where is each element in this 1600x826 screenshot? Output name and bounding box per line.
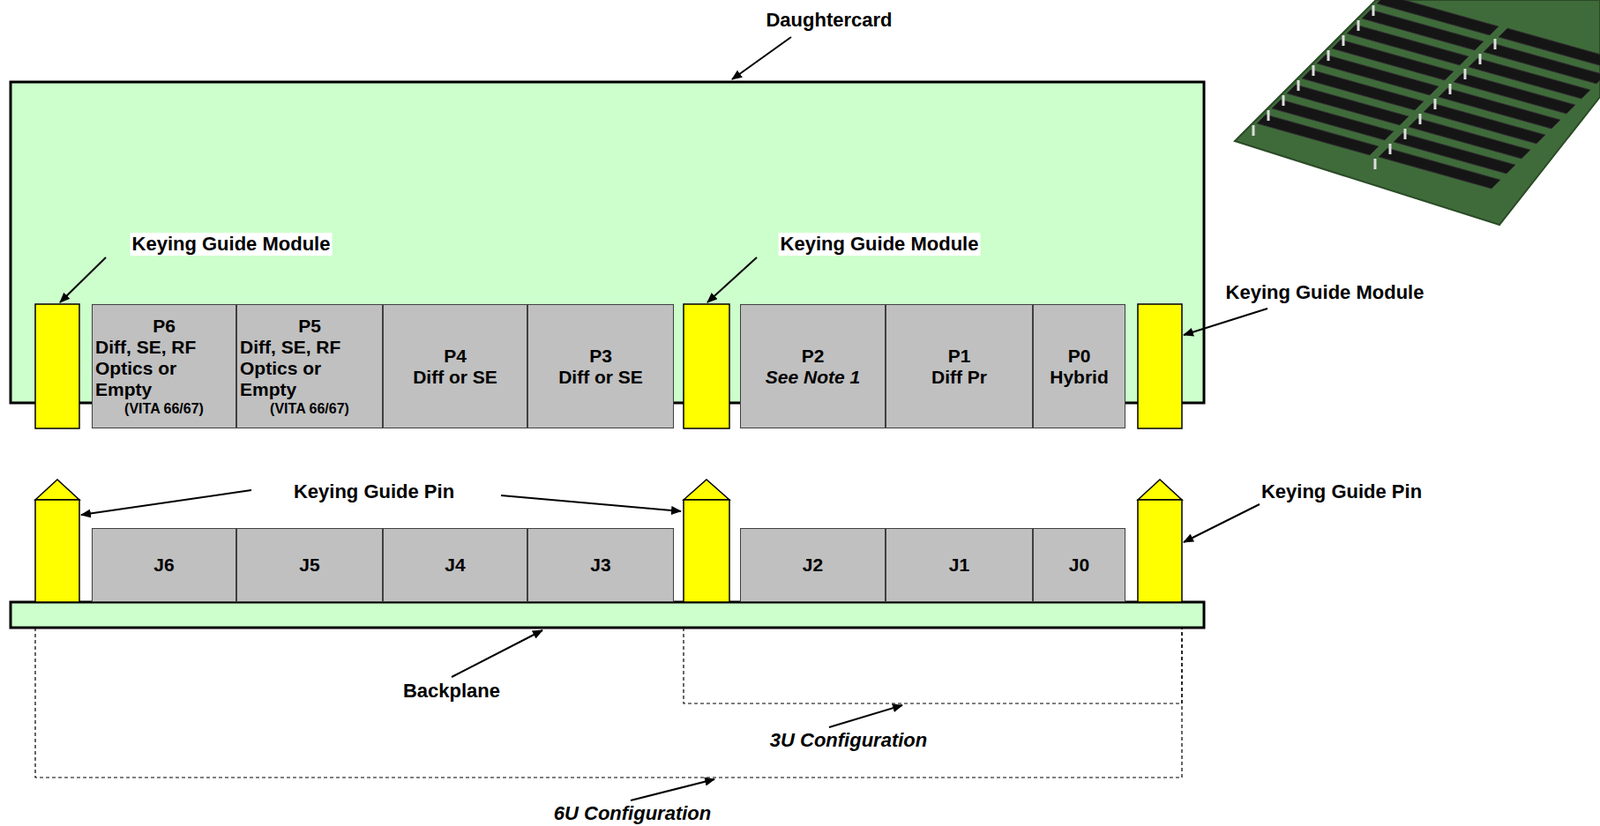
callout-label: Keying Guide Module [130,232,333,256]
connector-name: J3 [530,554,671,576]
config-bracket [35,628,1182,778]
plug-connector: P4Diff or SE [382,304,528,429]
callout-label: Keying Guide Pin [1259,480,1424,504]
keying-guide-module [683,304,730,429]
connector-name: J5 [239,554,380,576]
guide-pin-stub [1404,128,1407,140]
guide-pin-stub [1357,20,1361,31]
connector-name: P3 [530,345,671,367]
jack-connector: J2 [740,528,886,603]
connector-type: Diff or SE [386,366,524,389]
connector-wafer [1376,0,1499,36]
plug-connector: P0Hybrid [1032,304,1126,429]
guide-pin-stub [1449,83,1452,95]
callout-label: Keying Guide Module [778,232,981,256]
callout-label: Backplane [401,680,502,703]
plug-connector: P2See Note 1 [740,304,886,429]
plug-connector: P1Diff Pr [885,304,1033,429]
backplane-board [10,602,1204,629]
guide-pin-stub [1374,158,1377,170]
config-bracket [683,628,1182,704]
connector-name: P5 [239,315,380,337]
callout-label: Daughtercard [763,8,894,32]
config-label: 6U Configuration [552,802,713,826]
callout-label: Keying Guide Pin [291,480,457,504]
connector-name: P6 [95,315,233,337]
guide-pin-stub [1372,5,1376,16]
connector-name: J0 [1036,554,1122,576]
connector-type: Diff, SE, RF Optics or Empty [239,336,380,401]
callout-label: Keying Guide Module [1224,281,1427,305]
connector-name: P1 [889,345,1030,367]
connector-name: P4 [386,345,524,367]
connector-type: (VITA 66/67) [95,400,233,419]
connector-illustration [1234,0,1600,225]
plug-connector: P5Diff, SE, RF Optics or Empty(VITA 66/6… [236,304,383,429]
connector-name: J4 [386,554,524,576]
jack-connector: J0 [1032,528,1126,603]
jack-connector: J5 [236,528,383,603]
guide-pin-stub [1327,50,1331,61]
guide-pin-stub [1479,53,1482,65]
keying-guide-module [35,304,80,429]
guide-pin-stub [1494,38,1497,50]
jack-connector: J4 [382,528,528,603]
connector-name: P0 [1036,345,1122,367]
guide-pin-stub [1342,35,1346,46]
guide-pin-stub [1434,98,1437,110]
connector-wafer [1498,28,1600,69]
connector-type: See Note 1 [743,366,883,389]
connector-name: J2 [743,554,883,576]
jack-connector: J3 [527,528,674,603]
connector-name: J1 [889,554,1030,576]
guide-pin-stub [1267,110,1271,121]
connector-type: Diff or SE [530,366,671,389]
jack-connector: J1 [885,528,1033,603]
jack-connector: J6 [91,528,237,603]
guide-pin-stub [1282,95,1286,106]
guide-pin-stub [1252,125,1256,136]
plug-connector: P3Diff or SE [527,304,674,429]
guide-pin-stub [1389,143,1392,155]
guide-pin-stub [1464,68,1467,80]
connector-type: Diff Pr [889,366,1030,389]
keying-guide-pin [35,479,1182,603]
connector-type: Hybrid [1036,366,1122,389]
guide-pin-stub [1419,113,1422,125]
leader-line [59,37,1268,801]
guide-pin-stub [1297,80,1301,91]
plug-connector: P6Diff, SE, RF Optics or Empty(VITA 66/6… [91,304,237,429]
config-label: 3U Configuration [768,729,929,753]
connector-name: J6 [95,554,233,576]
guide-pin-stub [1312,65,1316,76]
connector-name: P2 [743,345,883,367]
connector-type: Diff, SE, RF Optics or Empty [95,336,233,401]
keying-guide-module [1137,304,1182,429]
connector-type: (VITA 66/67) [239,400,380,419]
